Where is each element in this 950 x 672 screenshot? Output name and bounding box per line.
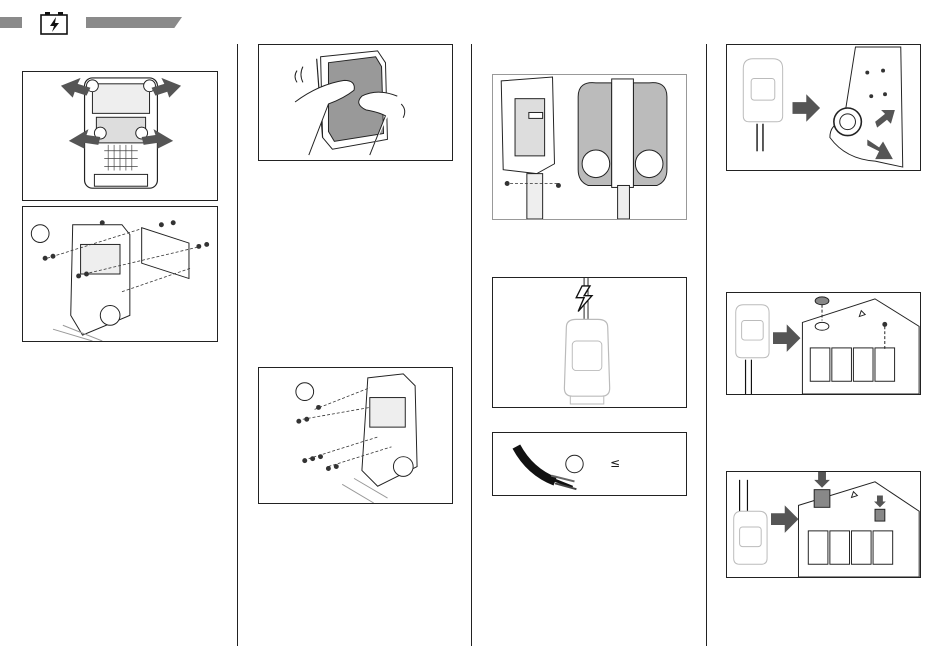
top-plug-figure	[726, 292, 921, 395]
gland-insertion-figure	[726, 471, 921, 578]
column-divider	[237, 44, 238, 646]
pole-mount-icon	[493, 75, 686, 219]
cable-entry-icon	[727, 45, 920, 170]
pole-mount-figure	[492, 74, 687, 220]
power-lightning-warning-icon	[493, 278, 686, 407]
header-bar-right	[86, 17, 182, 28]
cable-strip-figure: ≤	[492, 432, 687, 496]
column-divider	[706, 44, 707, 646]
header-bar-left	[0, 17, 22, 28]
bracket-assembly-figure	[22, 206, 218, 342]
column-divider	[471, 44, 472, 646]
cover-removal-arrows-icon	[23, 72, 217, 200]
gland-insertion-icon	[727, 472, 920, 577]
battery-charging-icon	[39, 11, 69, 35]
max-length-symbol: ≤	[610, 456, 620, 470]
screw-fastening-icon	[259, 368, 452, 503]
screw-fastening-figure	[258, 367, 453, 504]
hands-fitting-cover-icon	[259, 45, 452, 160]
power-warning-figure	[492, 277, 687, 408]
bracket-screw-assembly-icon	[23, 207, 217, 341]
cover-removal-figure	[22, 71, 218, 201]
top-plug-removal-icon	[727, 293, 920, 394]
cable-strip-icon	[493, 433, 686, 495]
cover-fitting-figure	[258, 44, 453, 161]
cable-entry-figure	[726, 44, 921, 171]
